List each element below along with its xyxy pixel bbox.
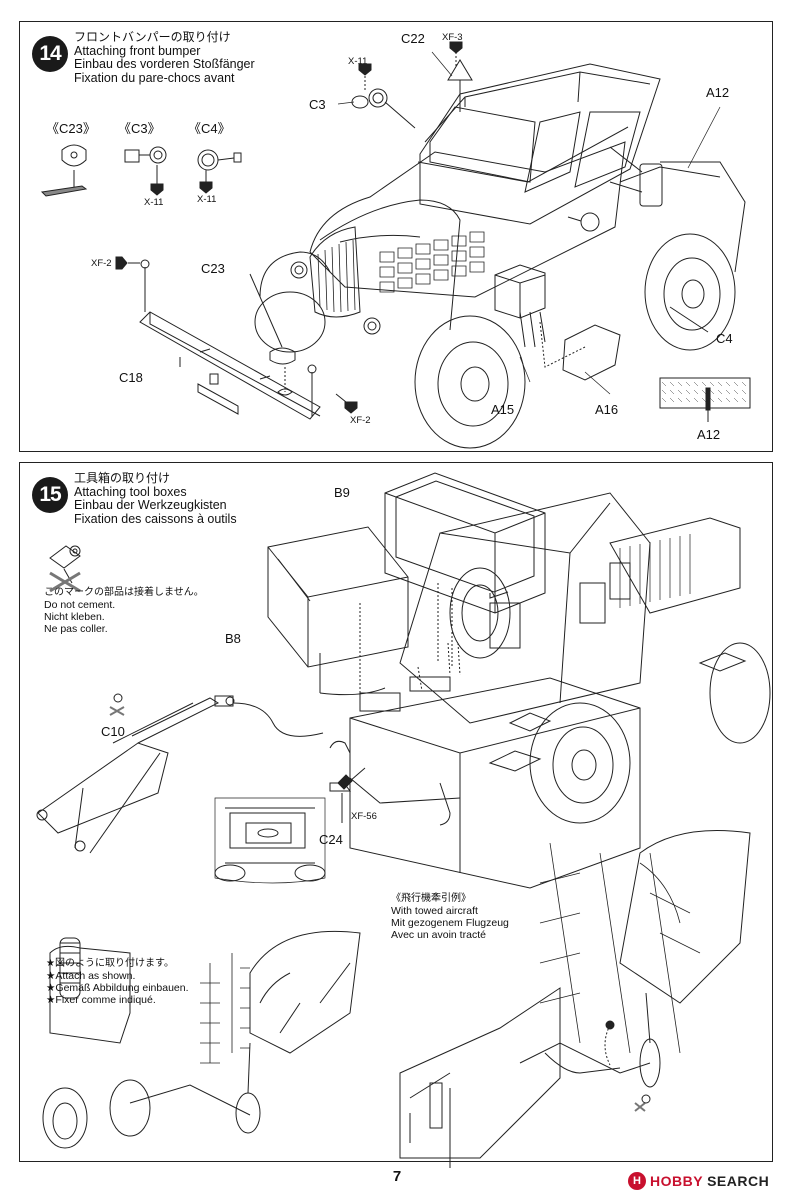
c4-callout-drawing [198, 150, 241, 193]
no-cement-icon [50, 546, 80, 591]
callout-x11-label-b: X-11 [197, 194, 217, 205]
towed-aircraft-scene-left [43, 931, 360, 1148]
callout-c23-label: 《C23》 [46, 121, 96, 136]
truck-rear-drawing [330, 493, 770, 888]
step-14-title-de: Einbau des vorderen Stoßfänger [74, 57, 255, 71]
page-number: 7 [392, 1168, 402, 1185]
part-label-c3: C3 [309, 97, 326, 112]
no-cement-note: このマークの部品は接着しません。 Do not cement. Nicht kl… [44, 587, 204, 635]
towed-caption-fr: Avec un avoin tracté [391, 929, 486, 941]
step-14-title-jp: フロントバンパーの取り付け [74, 30, 231, 44]
callout-c3-label: 《C3》 [118, 121, 161, 136]
c3-callout-drawing [125, 147, 166, 195]
attach-note-jp: ★図のように取り付けます。 [46, 958, 174, 969]
attach-as-shown-note: ★図のように取り付けます。 ★Attach as shown. ★Gemäß A… [46, 958, 189, 1006]
watermark-mark-icon: H [628, 1172, 646, 1190]
pin-c24-drawing [338, 768, 365, 823]
watermark-suffix: SEARCH [707, 1173, 770, 1189]
watermark-brand: HOBBY [650, 1173, 704, 1189]
towed-aircraft-scene-right [400, 831, 750, 1169]
no-cement-icon-small [110, 694, 124, 715]
inset-label-a12: A12 [697, 427, 721, 442]
part-label-a15: A15 [491, 402, 515, 417]
towed-caption-de: Mit gezogenem Flugzeug [391, 917, 509, 929]
step-15-illustration [20, 463, 774, 1163]
front-bumper-c18-drawing [116, 257, 357, 419]
step-14-title-en: Attaching front bumper [74, 43, 201, 58]
watermark-logo: H HOBBY SEARCH [628, 1170, 769, 1192]
part-label-c18: C18 [119, 370, 143, 385]
step-15-title-en: Attaching tool boxes [74, 484, 187, 499]
part-label-c23: C23 [201, 261, 225, 276]
part-label-xf56: XF-56 [351, 811, 377, 822]
no-cement-en: Do not cement. [44, 599, 116, 611]
towed-caption-en: With towed aircraft [391, 905, 478, 917]
step-14-title-fr: Fixation du pare-chocs avant [74, 70, 235, 85]
part-label-a16: A16 [595, 402, 619, 417]
part-label-a12: A12 [706, 85, 730, 100]
toolbox-b8-drawing [268, 527, 408, 703]
part-label-xf2-a: XF-2 [91, 258, 112, 269]
step-14-badge: 14 [32, 36, 68, 72]
part-label-b9: B9 [334, 485, 350, 500]
attach-note-de: ★Gemäß Abbildung einbauen. [46, 982, 189, 994]
part-label-x11: X-11 [348, 56, 368, 67]
part-label-c4: C4 [716, 331, 733, 346]
step-15-title-jp: 工具箱の取り付け [74, 471, 171, 485]
step-14-heading: フロントバンパーの取り付け Attaching front bumper Ein… [74, 30, 255, 85]
no-cement-de: Nicht kleben. [44, 611, 105, 623]
part-label-xf3: XF-3 [442, 32, 463, 43]
step-14-illustration [20, 22, 774, 453]
step-15-title-fr: Fixation des caissons à outils [74, 511, 237, 526]
toolbox-b9-drawing [385, 473, 545, 668]
part-label-c24: C24 [319, 832, 343, 847]
c23-callout-drawing [42, 145, 86, 196]
step-15-panel: 15 工具箱の取り付け Attaching tool boxes Einbau … [19, 462, 773, 1162]
a12-inset-drawing [660, 378, 750, 422]
step-15-title-de: Einbau der Werkzeugkisten [74, 498, 227, 512]
step-15-heading: 工具箱の取り付け Attaching tool boxes Einbau der… [74, 471, 237, 526]
rear-detail-inset [215, 798, 325, 883]
part-label-b8: B8 [225, 631, 241, 646]
step-15-badge: 15 [32, 477, 68, 513]
towed-caption-jp: 《飛行機牽引例》 [391, 893, 471, 904]
attach-note-en: ★Attach as shown. [46, 970, 136, 982]
callout-x11-label-a: X-11 [144, 197, 164, 208]
step-14-panel: 14 フロントバンパーの取り付け Attaching front bumper … [19, 21, 773, 452]
no-cement-fr: Ne pas coller. [44, 623, 108, 635]
no-cement-jp: このマークの部品は接着しません。 [44, 587, 204, 598]
callout-c4-label: 《C4》 [188, 121, 231, 136]
part-label-c22: C22 [401, 31, 425, 46]
tow-bar-c10-drawing [37, 696, 323, 853]
truck-front-drawing [255, 42, 745, 448]
part-label-xf2-b: XF-2 [350, 415, 371, 426]
towed-aircraft-caption: 《飛行機牽引例》 With towed aircraft Mit gezogen… [391, 893, 509, 941]
attach-note-fr: ★Fixer comme indiqué. [46, 994, 156, 1006]
part-label-c10: C10 [101, 724, 125, 739]
